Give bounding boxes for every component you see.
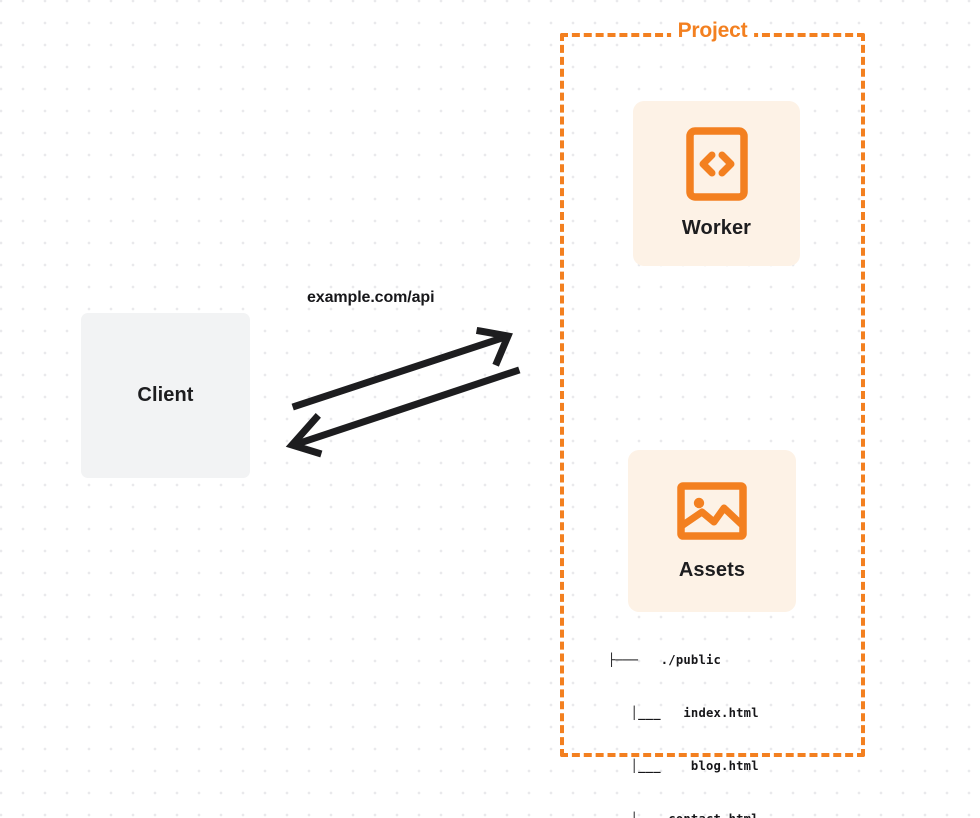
file-tree-line: │___ blog.html	[608, 758, 759, 773]
worker-card[interactable]: Worker	[633, 101, 800, 266]
project-label: Project	[670, 19, 755, 43]
worker-card-label: Worker	[681, 217, 752, 239]
assets-file-tree: ├─── ./public │___ index.html │___ blog.…	[608, 617, 759, 818]
assets-card-label: Assets	[678, 558, 746, 581]
file-tree-line: │___ index.html	[608, 705, 759, 720]
image-icon	[677, 481, 747, 541]
arrow-left-icon	[285, 366, 521, 458]
request-url-label: example.com/api	[307, 289, 435, 306]
client-label: Client	[137, 384, 194, 406]
file-tree-line: │___ contact.html	[608, 811, 759, 818]
code-brackets-icon	[685, 127, 748, 201]
file-tree-line: ├─── ./public	[608, 653, 722, 668]
project-container: Project	[560, 19, 865, 757]
assets-card[interactable]: Assets	[628, 450, 796, 612]
client-node[interactable]: Client	[81, 313, 250, 478]
arrow-right-icon	[291, 326, 513, 411]
